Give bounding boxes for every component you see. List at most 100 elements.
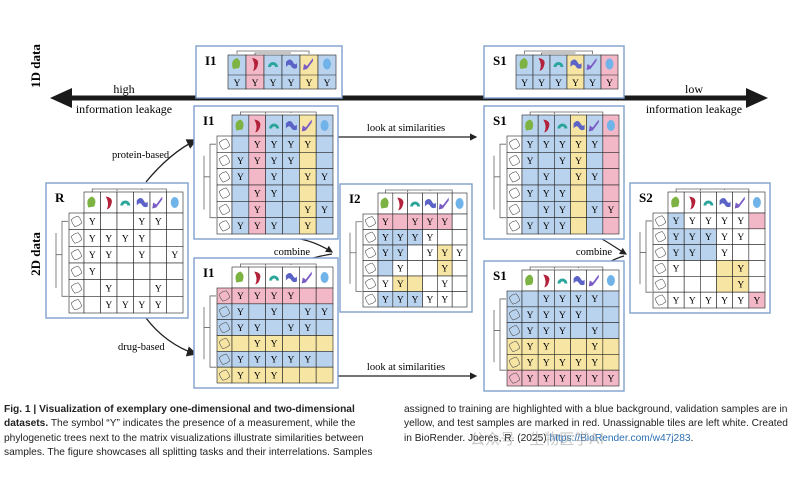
ligand-icon	[254, 119, 261, 133]
matrix-cell	[570, 184, 587, 202]
measurement-y: Y	[397, 280, 404, 290]
ligand-icon	[586, 58, 597, 70]
phylo-tree-top	[385, 189, 453, 193]
ligand-icon	[543, 274, 550, 288]
measurement-y: Y	[527, 327, 534, 337]
measurement-y: Y	[254, 140, 261, 150]
drug-based-label: drug-based	[118, 342, 165, 353]
phylo-tree-left	[55, 220, 68, 297]
row-header-cell	[506, 135, 523, 153]
protein-icon	[364, 262, 377, 274]
measurement-y: Y	[237, 292, 244, 302]
matrix-cell	[282, 201, 300, 218]
figure-caption-right: assigned to training are highlighted wit…	[404, 403, 796, 446]
matrix-cell	[602, 322, 620, 339]
measurement-y: Y	[271, 292, 278, 302]
figure-caption-left: Fig. 1 | Visualization of exemplary one-…	[4, 403, 394, 461]
measurement-y: Y	[441, 265, 448, 275]
matrix-cell	[299, 152, 317, 169]
row-header-cell	[68, 229, 85, 247]
measurement-y: Y	[271, 189, 278, 199]
protein-icon	[218, 203, 231, 216]
measurement-y: Y	[155, 218, 162, 228]
matrix-cell	[315, 366, 334, 384]
ligand-icon	[320, 120, 329, 131]
matrix-cell	[299, 287, 317, 305]
measurement-y: Y	[591, 343, 598, 353]
matrix-cell	[748, 228, 766, 245]
ligand-icon	[752, 197, 761, 208]
row-header-cell	[652, 228, 669, 245]
measurement-y: Y	[559, 206, 566, 216]
measurement-y: Y	[606, 79, 613, 89]
ligand-icon	[152, 196, 163, 209]
measurement-y: Y	[304, 140, 311, 150]
protein-icon	[654, 246, 667, 259]
matrix-cell	[149, 262, 167, 280]
measurement-y: Y	[575, 374, 582, 384]
measurement-y: Y	[237, 308, 244, 318]
measurement-y: Y	[254, 157, 261, 167]
phylo-tree-left	[349, 221, 362, 292]
measurement-y: Y	[237, 324, 244, 334]
matrix-cell	[116, 212, 134, 230]
matrix-cell	[586, 152, 604, 169]
matrix-cell	[602, 184, 620, 202]
matrix-cell	[570, 338, 587, 355]
ligand-icon	[734, 196, 745, 209]
protein-icon	[70, 215, 83, 227]
measurement-y: Y	[575, 359, 582, 369]
measurement-y: Y	[538, 79, 545, 89]
matrix-cell	[133, 262, 151, 280]
matrix-cell	[299, 366, 317, 384]
measurement-y: Y	[543, 173, 550, 183]
measurement-y: Y	[304, 324, 311, 334]
matrix-cell	[586, 306, 604, 323]
measurement-y: Y	[559, 222, 566, 232]
protein-icon	[508, 324, 521, 337]
ligand-icon	[235, 119, 244, 131]
measurement-y: Y	[271, 308, 278, 318]
protein-icon	[218, 187, 231, 199]
matrix-cell	[586, 217, 604, 235]
matrix-cell	[602, 290, 620, 308]
row-header-cell	[68, 279, 85, 297]
ligand-icon	[588, 119, 599, 132]
matrix-cell	[377, 260, 394, 277]
matrix-cell	[451, 275, 468, 292]
panel-title: I1	[203, 265, 215, 280]
measurement-y: Y	[591, 374, 598, 384]
matrix-cell	[407, 260, 423, 277]
matrix-cell	[586, 184, 604, 202]
matrix-cell	[716, 260, 733, 277]
biorender-link[interactable]: https://BioRender.com/w47j283	[549, 432, 691, 444]
measurement-y: Y	[271, 173, 278, 183]
matrix-cell	[602, 369, 620, 387]
phylo-tree-left	[203, 295, 216, 368]
similarities-label-bottom: look at similarities	[367, 362, 445, 373]
measurement-y: Y	[591, 206, 598, 216]
matrix-cell	[299, 335, 317, 352]
measurement-y: Y	[237, 371, 244, 381]
matrix-cell	[282, 168, 300, 186]
row-header-cell	[362, 213, 379, 230]
row-header-cell	[506, 354, 523, 371]
caption-body-right: assigned to training are highlighted wit…	[404, 404, 788, 444]
ligand-icon	[438, 197, 449, 210]
protein-icon	[218, 321, 231, 334]
protein-icon	[364, 247, 377, 259]
watermark: 公众号 · 生物医学AI	[470, 430, 604, 448]
measurement-y: Y	[543, 327, 550, 337]
measurement-y: Y	[575, 157, 582, 167]
panel-title: S1	[493, 268, 507, 283]
measurement-y: Y	[89, 268, 96, 278]
ligand-icon	[719, 198, 731, 208]
protein-icon	[654, 294, 667, 306]
protein-icon	[508, 356, 521, 368]
measurement-y: Y	[271, 371, 278, 381]
matrix-cell	[149, 246, 167, 264]
matrix-cell	[748, 291, 766, 309]
